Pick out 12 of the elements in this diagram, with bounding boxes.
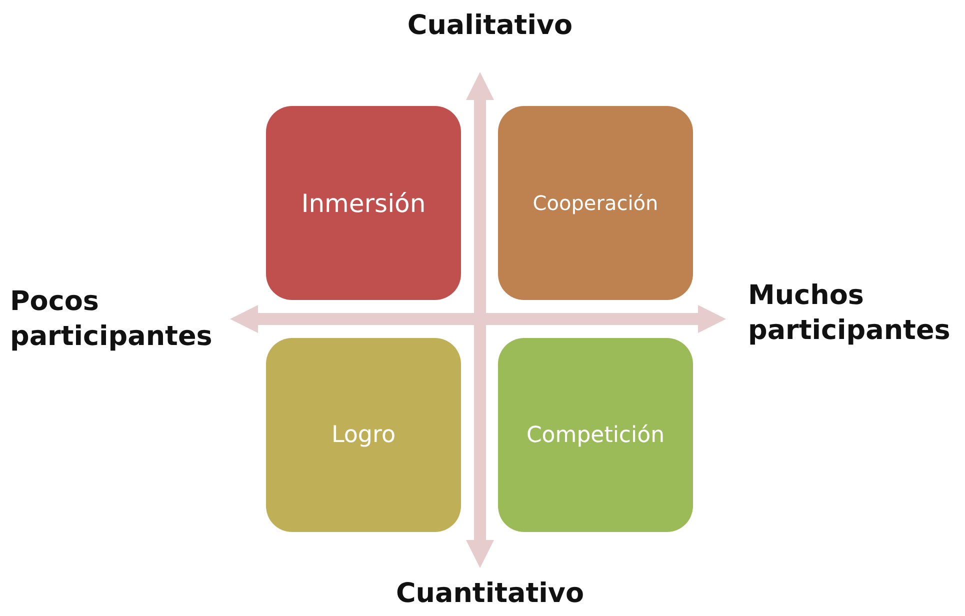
axis-label: Muchos participantes: [748, 279, 952, 348]
quadrant-box: [266, 338, 461, 532]
quadrant-box: [498, 106, 693, 300]
quadrant-label: Inmersión: [301, 188, 426, 218]
quadrant-label: Competición: [526, 422, 665, 448]
quadrant-label: Logro: [331, 422, 396, 448]
quadrant-box: [266, 106, 461, 300]
axis-label: Cualitativo: [406, 9, 574, 43]
axis-label: Pocos participantes: [10, 285, 214, 354]
quadrant-label: Cooperación: [532, 191, 658, 215]
quadrant-box: [498, 338, 693, 532]
axis-label: Cuantitativo: [394, 577, 586, 611]
